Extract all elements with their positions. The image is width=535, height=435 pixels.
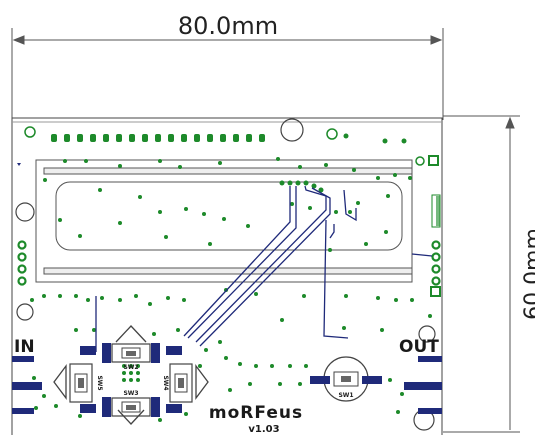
- height-dimension-label: 60.0mm: [521, 228, 535, 320]
- switch-sw3[interactable]: [102, 397, 160, 417]
- side-connector: [436, 196, 440, 226]
- right-edge-pads: [430, 194, 441, 297]
- board-version: v1.03: [248, 424, 279, 435]
- board-outline: [11, 117, 443, 435]
- lcd-outline: [35, 159, 413, 283]
- width-dimension: [11, 28, 444, 120]
- via-grid: [122, 364, 140, 382]
- board-name: moRFeus: [209, 403, 303, 423]
- direction-arrows: [53, 325, 209, 425]
- port-out-pad-top: [418, 356, 442, 362]
- switch-sw5-label: SW5: [96, 375, 103, 390]
- port-in-pad-mid: [12, 382, 42, 390]
- left-edge-pads: [17, 240, 27, 286]
- port-in-pad-top: [12, 356, 34, 362]
- top-right-pads: [326, 128, 439, 166]
- traces: [95, 185, 433, 352]
- port-in-pad-bot: [12, 408, 34, 414]
- switch-sw5[interactable]: [69, 346, 96, 413]
- switch-sw2[interactable]: [102, 343, 160, 363]
- switch-sw3-label: SW3: [123, 390, 138, 397]
- port-in-label: IN: [14, 337, 35, 357]
- header-pin-row: [24, 126, 265, 142]
- height-dimension: [443, 115, 520, 433]
- via-field: [30, 157, 432, 422]
- port-out-label: OUT: [399, 337, 439, 357]
- switch-sw4-label: SW4: [162, 375, 169, 390]
- switch-sw1[interactable]: [310, 356, 382, 402]
- width-dimension-label: 80.0mm: [178, 12, 278, 40]
- port-out-pad-bot: [418, 408, 442, 414]
- orientation-marker: [17, 163, 21, 166]
- switch-sw1-label: SW1: [338, 392, 353, 399]
- switch-sw2-label: SW2: [123, 364, 138, 371]
- switch-sw4[interactable]: [166, 346, 193, 413]
- port-out-pad-mid: [404, 382, 442, 390]
